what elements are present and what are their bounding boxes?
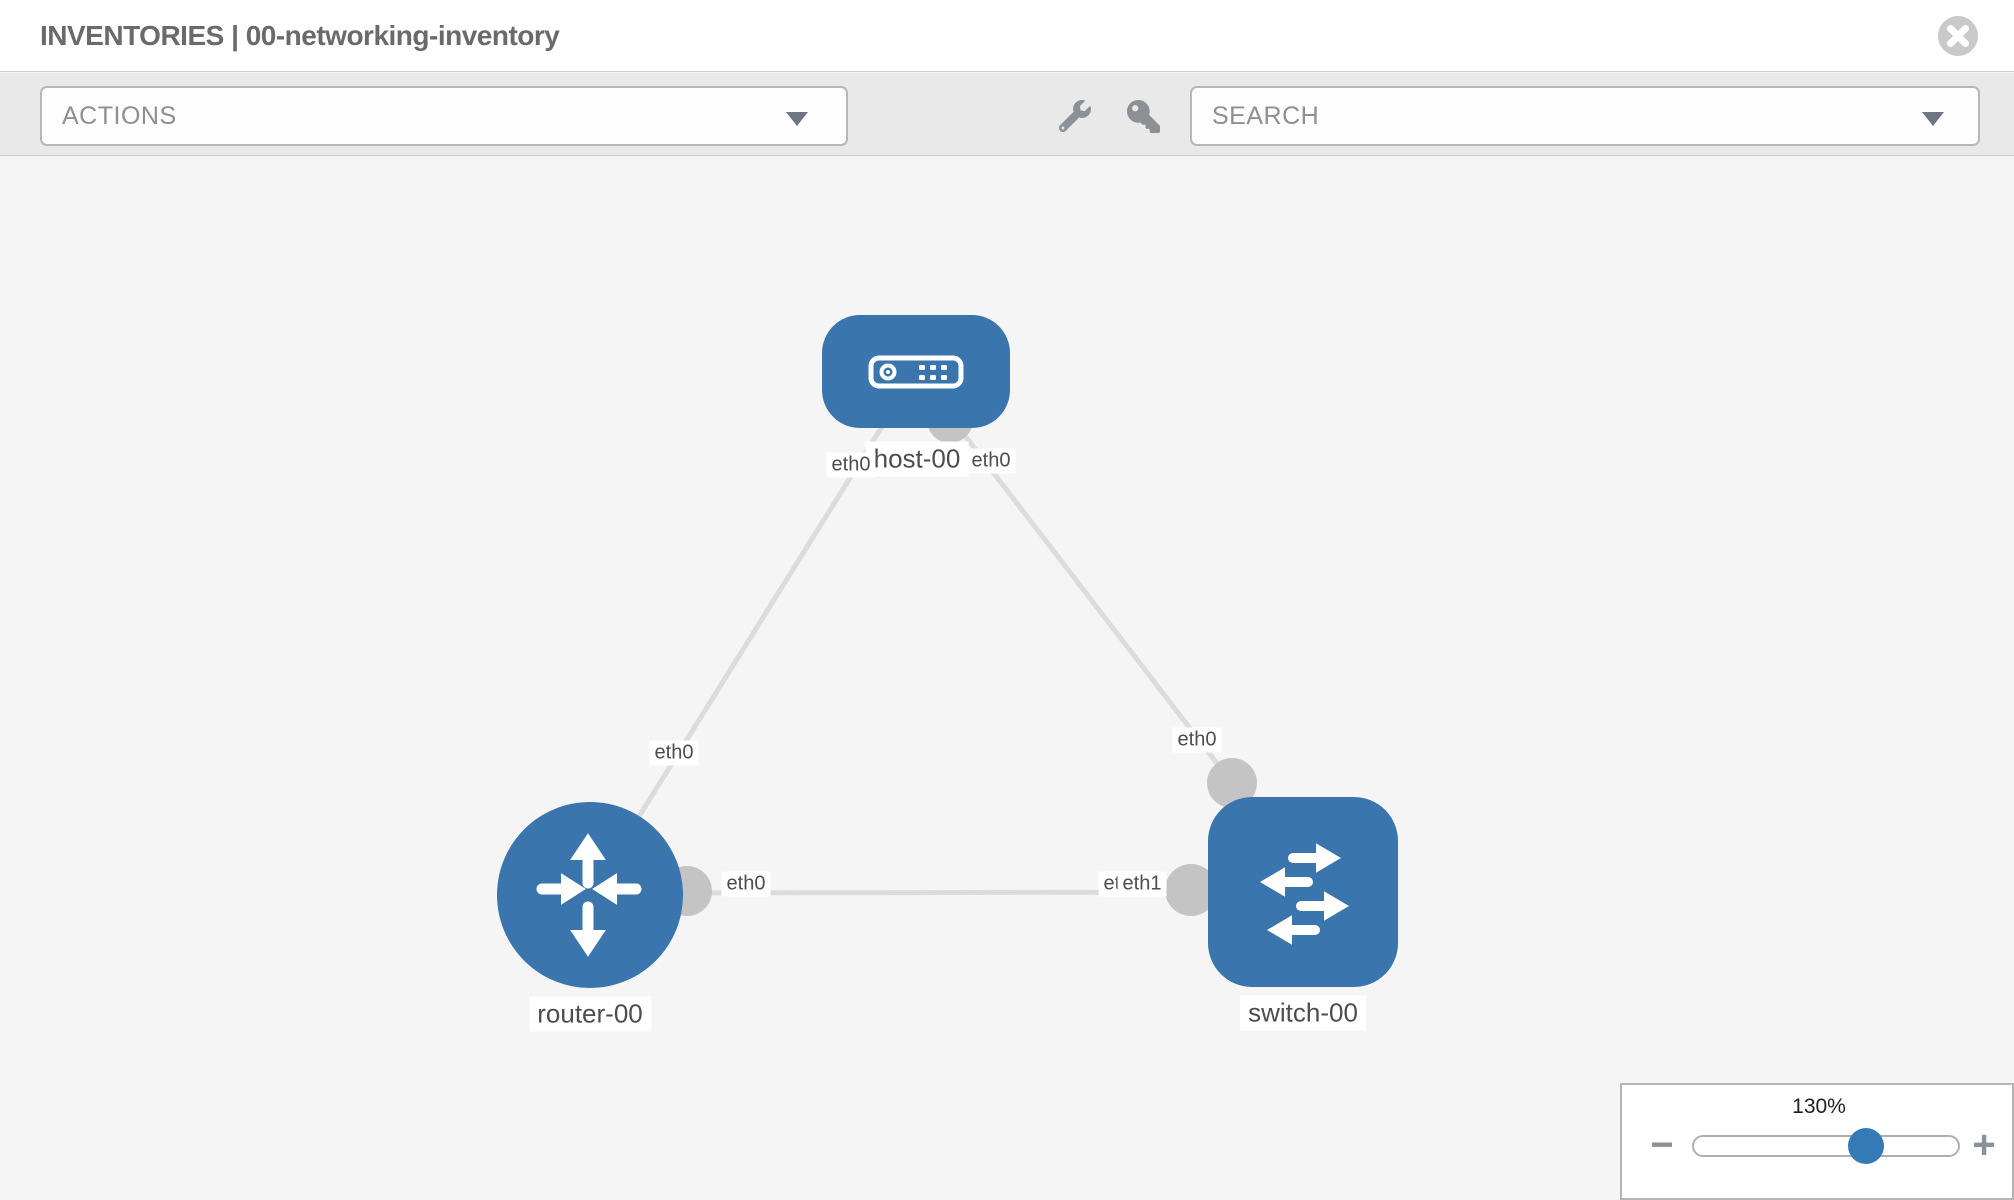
zoom-in-button[interactable]: + — [1962, 1123, 2006, 1167]
node-label-router: router-00 — [529, 996, 651, 1032]
chevron-down-icon — [1922, 112, 1944, 126]
close-button[interactable] — [1936, 14, 1980, 58]
iface-label-switch-top: eth0 — [1172, 727, 1222, 753]
node-host-00[interactable] — [822, 315, 1010, 428]
iface-label-link-right-over: eth1 — [1117, 871, 1167, 897]
iface-label-router-top: eth0 — [649, 740, 699, 766]
router-icon — [536, 833, 642, 957]
host-icon — [868, 355, 964, 388]
key-button[interactable] — [1113, 86, 1173, 146]
actions-dropdown[interactable]: ACTIONS — [40, 86, 848, 146]
interface-port-switch-eth1[interactable] — [1165, 864, 1217, 916]
zoom-slider-knob[interactable] — [1848, 1128, 1884, 1164]
chevron-down-icon — [786, 112, 808, 126]
search-dropdown[interactable]: SEARCH — [1190, 86, 1980, 146]
search-placeholder: SEARCH — [1212, 101, 1320, 130]
page-title: INVENTORIES | 00-networking-inventory — [40, 20, 560, 51]
node-label-switch: switch-00 — [1240, 995, 1366, 1031]
node-label-host: host-00 — [865, 441, 969, 477]
toolbar: ACTIONS SEARCH — [0, 73, 2014, 156]
iface-label-link-left: eth0 — [721, 871, 771, 897]
node-switch-00[interactable] — [1208, 797, 1398, 987]
zoom-level-label: 130% — [1792, 1095, 1846, 1118]
wrench-button[interactable] — [1045, 86, 1105, 146]
zoom-panel: 130% − + — [1620, 1083, 2014, 1200]
actions-dropdown-label: ACTIONS — [62, 101, 177, 130]
node-router-00[interactable] — [497, 802, 683, 988]
iface-label-host-left: eth0 — [826, 452, 876, 478]
topology-canvas[interactable]: host-00 router-00 switch-00 eth0 eth0 et… — [0, 157, 2014, 1200]
wrench-icon — [1059, 100, 1091, 132]
zoom-out-button[interactable]: − — [1640, 1123, 1684, 1167]
close-icon — [1938, 16, 1978, 56]
zoom-slider-track[interactable] — [1692, 1135, 1960, 1157]
switch-icon — [1260, 843, 1349, 945]
key-icon — [1126, 99, 1160, 133]
iface-label-host-right: eth0 — [966, 448, 1016, 474]
interface-port-switch-eth0[interactable] — [1207, 758, 1257, 808]
header: INVENTORIES | 00-networking-inventory — [0, 0, 2014, 72]
edge-host-switch[interactable] — [914, 370, 1234, 785]
